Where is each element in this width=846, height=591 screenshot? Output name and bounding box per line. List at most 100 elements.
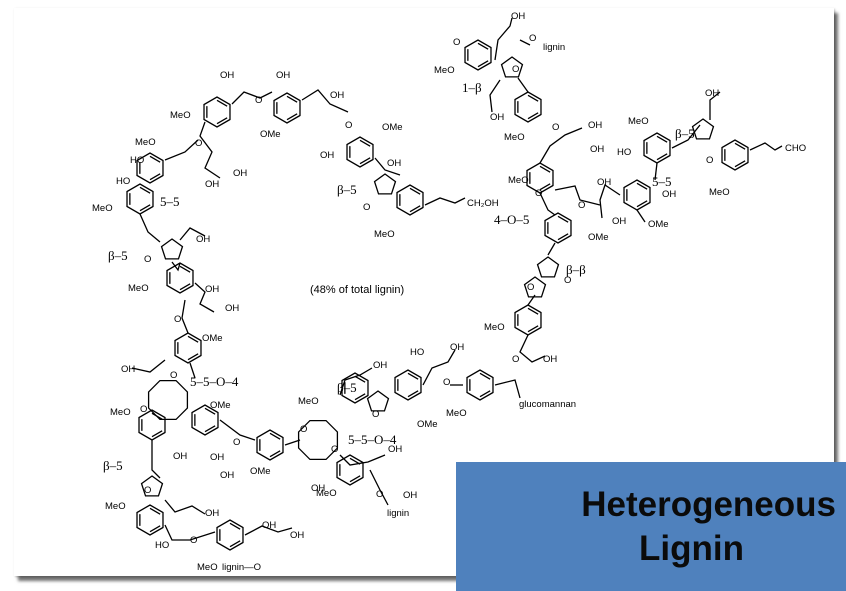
- atom-oh: OH: [205, 284, 219, 295]
- double-bond: [527, 94, 539, 102]
- double-bond: [179, 265, 191, 273]
- double-bond: [409, 187, 421, 195]
- atom-ho: HO: [116, 176, 130, 187]
- double-bond: [539, 183, 551, 191]
- double-bond: [286, 95, 298, 103]
- linkage-label: β–5: [337, 182, 357, 197]
- atom-oh: OH: [225, 303, 239, 314]
- double-bond: [479, 390, 491, 398]
- dibenzodioxocin-ring: [147, 379, 189, 421]
- atom-ho: HO: [155, 540, 169, 551]
- atom-o: O: [331, 444, 338, 455]
- group-labels: OH OH MeO O OH OMe O OMe O MeO HO OH OH …: [92, 11, 806, 573]
- linkage-label: β–5: [108, 248, 128, 263]
- double-bond: [187, 353, 199, 361]
- atom-oh: OH: [196, 234, 210, 245]
- side-chain: [749, 142, 783, 151]
- atom-o: O: [578, 200, 585, 211]
- benzene-ring: [336, 454, 364, 486]
- atom-oh: OH: [220, 70, 234, 81]
- atom-meo: MeO: [504, 132, 525, 143]
- atom-ome: OMe: [260, 129, 281, 140]
- atom-o: O: [300, 424, 307, 435]
- atom-oh: OH: [233, 168, 247, 179]
- atom-oh: OH: [450, 342, 464, 353]
- benzene-ring: [394, 369, 422, 401]
- atom-ome: OMe: [588, 232, 609, 243]
- double-bond: [187, 335, 199, 343]
- atom-oh: OH: [220, 470, 234, 481]
- benzene-ring: [514, 304, 542, 336]
- atom-meo: MeO: [374, 229, 395, 240]
- side-chain: [424, 197, 466, 206]
- atom-ome: OMe: [210, 400, 231, 411]
- atom-o: O: [512, 354, 519, 365]
- double-bond: [286, 113, 298, 121]
- side-chain: [539, 192, 556, 216]
- atom-ome: OMe: [382, 122, 403, 133]
- atom-o: O: [512, 64, 519, 75]
- double-bond: [527, 325, 539, 333]
- atom-lignin: lignin: [387, 508, 409, 519]
- side-chain: [547, 242, 556, 256]
- linkage-label: 5–5: [160, 194, 180, 209]
- slide-title-box: Heterogeneous Lignin: [456, 462, 846, 591]
- furan-ring: [373, 173, 397, 195]
- side-chain: [179, 227, 206, 241]
- atom-o: O: [174, 314, 181, 325]
- center-note: (48% of total lignin): [310, 284, 404, 296]
- benzene-ring: [136, 504, 164, 536]
- atom-o: O: [529, 33, 536, 44]
- double-bond: [269, 450, 281, 458]
- double-bond: [539, 165, 551, 173]
- side-chain: [199, 121, 221, 179]
- atom-meo: MeO: [298, 396, 319, 407]
- atom-o: O: [190, 535, 197, 546]
- side-chain: [131, 359, 166, 373]
- side-chain: [517, 77, 529, 93]
- atom-ho: HO: [130, 155, 144, 166]
- atom-oh: OH: [387, 158, 401, 169]
- atom-meo: MeO: [135, 137, 156, 148]
- double-bond: [734, 160, 746, 168]
- dibenzodioxocin-ring: [297, 419, 339, 461]
- atom-glucomannan: glucomannan: [519, 399, 576, 410]
- side-chain: [339, 367, 373, 396]
- benzene-ring: [273, 92, 301, 124]
- atom-oh: OH: [612, 216, 626, 227]
- slide-title-line2: Lignin: [639, 528, 744, 568]
- benzene-ring: [341, 372, 369, 404]
- side-chain: [219, 419, 256, 441]
- side-chain: [164, 139, 199, 161]
- double-bond: [359, 139, 371, 147]
- aromatic-rings: [126, 39, 749, 551]
- side-chain: [164, 524, 216, 541]
- benzene-ring: [346, 136, 374, 168]
- atom-o: O: [372, 409, 379, 420]
- double-bond: [734, 142, 746, 150]
- atom-o: O: [363, 202, 370, 213]
- side-chain: [369, 469, 389, 506]
- double-bond: [349, 475, 361, 483]
- atom-meo: MeO: [446, 408, 467, 419]
- double-bond: [149, 173, 161, 181]
- double-bond: [179, 283, 191, 291]
- atom-o: O: [233, 437, 240, 448]
- chemical-bonds: [131, 17, 783, 541]
- double-bond: [557, 233, 569, 241]
- double-bond: [477, 42, 489, 50]
- side-chain: [194, 282, 215, 313]
- double-bond: [656, 135, 668, 143]
- atom-o: O: [564, 275, 571, 286]
- atom-ho: HO: [410, 347, 424, 358]
- double-bond: [204, 407, 216, 415]
- benzene-ring: [466, 369, 494, 401]
- side-chain: [164, 499, 206, 515]
- atom-oh: OH: [543, 354, 557, 365]
- atom-oh: OH: [373, 360, 387, 371]
- atom-o: O: [345, 120, 352, 131]
- benzene-ring: [216, 519, 244, 551]
- atom-o: O: [140, 404, 147, 415]
- double-bond: [477, 60, 489, 68]
